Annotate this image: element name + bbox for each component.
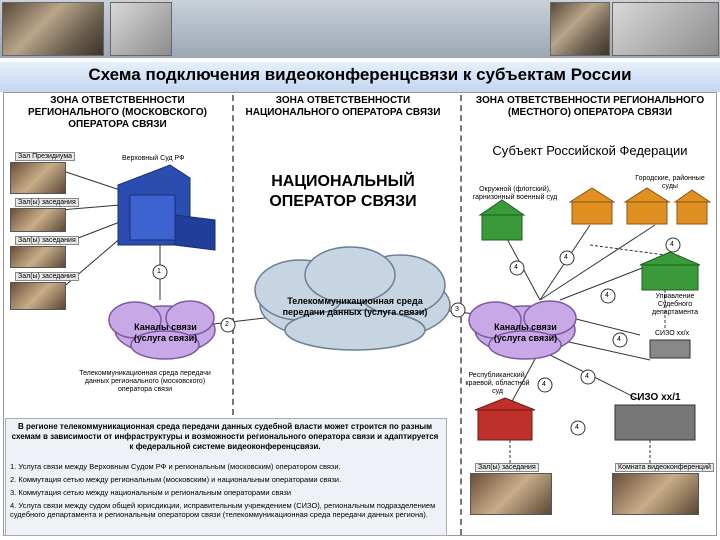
judicial-dept-label: Управление Судебного департамента [651, 293, 698, 316]
video-room-label: Комната видеоконференций [615, 463, 714, 472]
cloud-left [108, 300, 216, 360]
supreme-court-label: Верховный Суд РФ [122, 155, 185, 162]
marker-label: 4 [564, 254, 568, 261]
video-monitor-photo [110, 2, 172, 56]
hall-photo [470, 473, 552, 515]
sizo-building-small [649, 339, 691, 359]
sizo-big-label: СИЗО хх/1 [630, 392, 681, 403]
district-court-label: Окружной (флотский), гарнизонный военный… [472, 186, 558, 201]
green-building [478, 199, 526, 241]
marker-label: 4 [585, 373, 589, 380]
marker-label: 4 [617, 336, 621, 343]
zone-right-header: ЗОНА ОТВЕТСТВЕННОСТИ РЕГИОНАЛЬНОГО (МЕСТ… [475, 95, 705, 118]
marker-label: 1 [157, 268, 161, 275]
sizo-small-label: СИЗО хх/х [655, 330, 690, 337]
legend-item: 1. Услуга связи между Верховным Судом РФ… [10, 462, 341, 471]
room-photo [10, 208, 66, 232]
courtroom-photo [2, 2, 104, 56]
room-label: Зал Президиума [15, 152, 76, 161]
city-courts-label: Городские, районные суды [635, 175, 705, 190]
legend-item: 2. Коммутация сетью между региональным (… [10, 475, 342, 484]
orange-building [568, 187, 712, 225]
marker-label: 4 [575, 424, 579, 431]
page-title: Схема подключения видеоконференцсвязи к … [88, 65, 632, 84]
marker-circles [152, 237, 681, 436]
right-cloud-label: Каналы связи (услуга связи) [493, 322, 558, 343]
legend-box [5, 418, 447, 536]
marker-label: 4 [542, 381, 546, 388]
marker-label: 3 [455, 306, 459, 313]
sizo-building-big [614, 404, 696, 441]
marker-label: 4 [605, 292, 609, 299]
cloud-center [254, 246, 451, 351]
cloud-right [468, 300, 577, 360]
video-monitor-photo [612, 2, 719, 56]
regional-court-label: Республиканский, краевой, областной суд [465, 372, 530, 395]
video-room-photo [612, 473, 699, 515]
left-network-note: Телекоммуникационная среда передачи данн… [79, 370, 211, 393]
marker-label: 4 [670, 241, 674, 248]
room-photo [10, 162, 66, 194]
room-label: Зал(ы) заседания [15, 236, 79, 245]
room-label: Зал(ы) заседания [15, 272, 79, 281]
left-cloud-label: Каналы связи (услуга связи) [133, 322, 198, 343]
connection-lines [59, 169, 656, 406]
regional-court-building [474, 397, 536, 441]
room-photo [10, 282, 66, 310]
zone-left-header: ЗОНА ОТВЕТСТВЕННОСТИ РЕГИОНАЛЬНОГО (МОСК… [28, 95, 207, 130]
room-label: Зал(ы) заседания [15, 198, 79, 207]
hall-label: Зал(ы) заседания [475, 463, 539, 472]
room-photo [10, 246, 66, 268]
courtroom-photo [550, 2, 610, 56]
legend-intro: В регионе телекоммуникационная среда пер… [11, 422, 439, 451]
subject-title: Субъект Российской Федерации [492, 143, 688, 158]
marker-label: 2 [225, 321, 229, 328]
judicial-dept-building [639, 251, 701, 291]
center-cloud-label: Телекоммуникационная среда передачи данн… [282, 296, 428, 317]
legend-item: 4. Услуга связи между судом общей юрисди… [10, 501, 436, 519]
supreme-court-building [117, 164, 216, 251]
zone-separator [232, 95, 234, 415]
national-operator-title: НАЦИОНАЛЬНЫЙ ОПЕРАТОР СВЯЗИ [269, 173, 417, 210]
zone-center-header: ЗОНА ОТВЕТСТВЕННОСТИ НАЦИОНАЛЬНОГО ОПЕРА… [245, 95, 441, 118]
marker-label: 4 [514, 264, 518, 271]
legend-item: 3. Коммутация сетью между национальным и… [10, 488, 292, 497]
